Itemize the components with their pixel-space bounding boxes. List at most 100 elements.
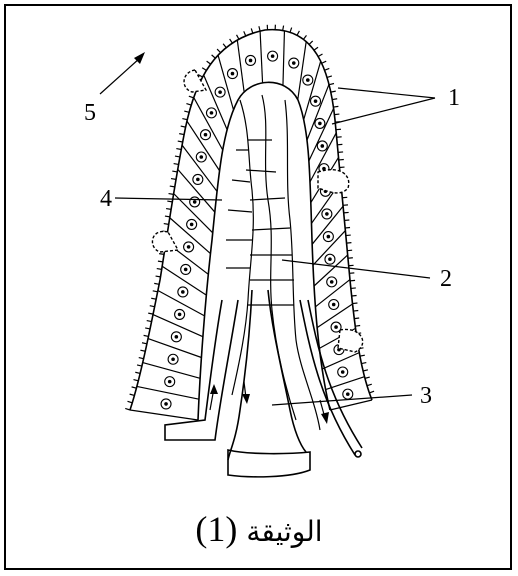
nucleolus	[184, 268, 188, 272]
label-1: 1	[448, 85, 460, 111]
microvillus	[151, 298, 156, 299]
microvillus	[329, 84, 334, 85]
nucleolus	[171, 357, 175, 361]
microvillus	[144, 335, 149, 336]
microvillus	[135, 372, 140, 373]
goblet-cell	[184, 70, 206, 92]
microvillus	[182, 119, 187, 120]
nucleolus	[346, 392, 350, 396]
microvillus	[175, 156, 180, 157]
nucleolus	[218, 90, 222, 94]
microvillus	[189, 96, 194, 98]
nucleolus	[175, 335, 179, 339]
microvillus	[156, 276, 161, 277]
microvillus	[365, 377, 370, 378]
microvillus	[158, 261, 163, 262]
microvillus	[283, 26, 284, 31]
vessel-end	[355, 451, 361, 457]
microvillus	[360, 355, 365, 356]
nucleolus	[199, 155, 203, 159]
microvillus	[172, 171, 177, 172]
microvillus	[303, 35, 306, 39]
microvillus	[184, 111, 189, 112]
microvillus	[363, 370, 368, 371]
microvillus	[171, 179, 176, 180]
cell-wall	[194, 97, 223, 150]
nucleolus	[164, 402, 168, 406]
microvillus	[167, 201, 172, 202]
caption-text: الوثيقة	[246, 515, 322, 548]
nucleolus	[321, 144, 325, 148]
nucleolus	[325, 212, 329, 216]
microvillus	[179, 134, 184, 135]
microvillus	[251, 28, 253, 33]
microvillus	[125, 408, 130, 410]
nucleolus	[190, 223, 194, 227]
label-3: 3	[420, 383, 432, 409]
microvillus	[334, 114, 339, 115]
nucleolus	[306, 78, 310, 82]
nucleolus	[314, 99, 318, 103]
microvillus	[297, 31, 299, 35]
microvillus	[314, 47, 318, 50]
nucleolus	[204, 133, 208, 137]
microvillus	[148, 313, 153, 314]
microvillus	[355, 325, 360, 326]
arteriole	[165, 300, 238, 440]
lymph-vessel-base	[228, 450, 310, 477]
microvillus	[178, 141, 183, 142]
microvillus	[170, 186, 175, 187]
nucleolus	[271, 54, 275, 58]
microvillus	[309, 41, 313, 44]
microvillus	[154, 283, 159, 284]
nucleolus	[168, 380, 172, 384]
microvillus	[132, 387, 137, 388]
flow-arrows	[210, 382, 329, 424]
microvillus	[150, 306, 155, 307]
microvillus	[361, 363, 366, 364]
microvillus	[217, 49, 220, 53]
goblet-cell	[318, 170, 349, 193]
cell-wall	[283, 31, 284, 86]
cell-wall	[237, 40, 244, 92]
microvillus	[207, 61, 211, 64]
microvillus	[318, 54, 322, 56]
nucleolus	[249, 59, 253, 63]
nucleolus	[328, 257, 332, 261]
label-5: 5	[84, 100, 96, 126]
microvillus	[166, 209, 171, 210]
nucleolus	[292, 61, 296, 65]
microvillus	[159, 254, 164, 255]
microvillus	[212, 55, 216, 58]
microvillus	[181, 126, 186, 127]
microvillus	[145, 328, 150, 329]
nucleolus	[231, 72, 235, 76]
caption-number: (1)	[195, 509, 237, 549]
microvillus	[353, 311, 358, 312]
microvillus	[290, 28, 292, 33]
microvillus	[202, 68, 206, 71]
nucleolus	[327, 235, 331, 239]
goblet-cell	[152, 231, 178, 252]
microvillus	[140, 350, 145, 351]
microvillus	[230, 39, 233, 43]
nucleolus	[318, 122, 322, 126]
microvillus	[352, 295, 357, 296]
microvillus	[142, 343, 147, 344]
nucleolus	[341, 370, 345, 374]
cell-wall	[137, 386, 199, 399]
microvillus	[133, 380, 138, 381]
nucleolus	[196, 178, 200, 182]
microvillus	[354, 318, 359, 319]
microvillus	[165, 216, 170, 217]
microvillus	[352, 303, 357, 304]
microvillus	[332, 99, 337, 100]
microvillus	[139, 358, 144, 359]
cell-wall	[218, 55, 233, 110]
microvillus	[153, 291, 158, 292]
microvillus	[223, 44, 226, 48]
nucleolus	[332, 303, 336, 307]
microvillus	[176, 149, 181, 150]
cell-wall	[260, 31, 262, 83]
